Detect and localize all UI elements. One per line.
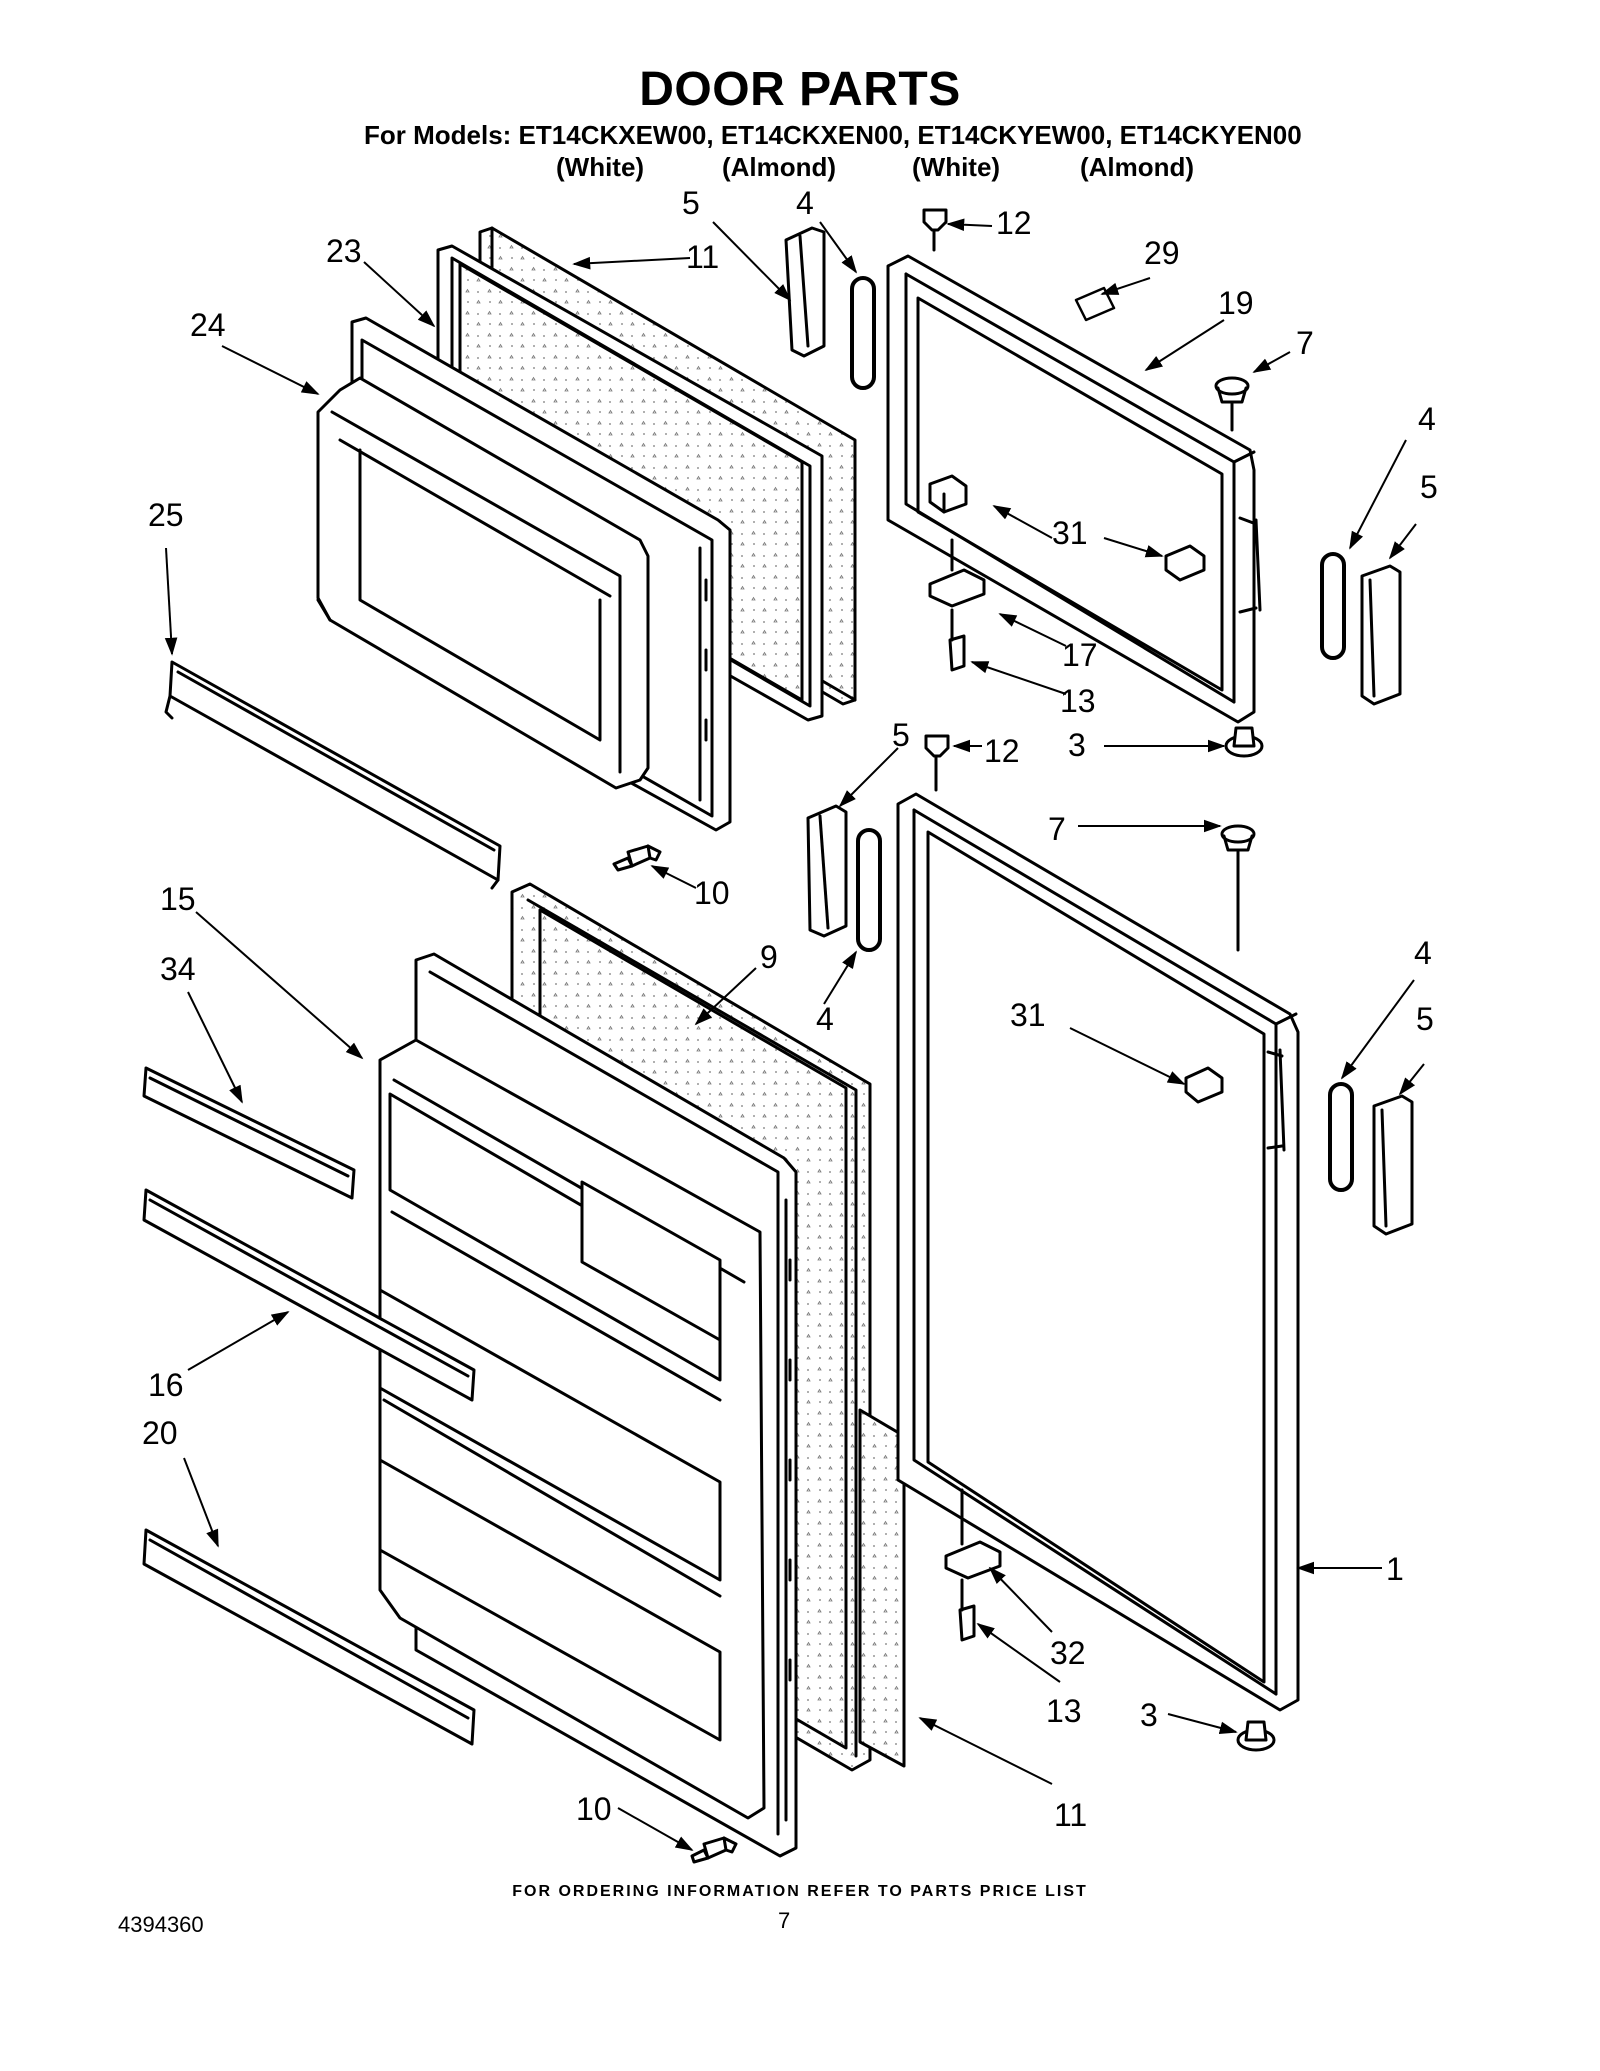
fresh-food-trim-bar-upper <box>142 1066 356 1200</box>
page-number: 7 <box>778 1908 791 1933</box>
callout-13-freezer: 13 <box>1060 683 1096 719</box>
callout-10-fresh: 10 <box>576 1791 612 1827</box>
callout-11-fresh: 11 <box>1054 1797 1087 1833</box>
callout-31-fresh: 31 <box>1010 997 1046 1033</box>
callout-3-fresh: 3 <box>1140 1697 1158 1733</box>
freezer-screw <box>612 844 662 872</box>
fresh-food-door-stop <box>1236 1720 1276 1752</box>
fresh-food-handle-left <box>806 804 848 938</box>
fresh-food-hinge <box>944 1488 1002 1580</box>
callout-34: 34 <box>160 951 196 987</box>
color-label-2: (Almond) <box>722 152 837 182</box>
callout-5-fresh-right: 5 <box>1416 1001 1434 1037</box>
freezer-label <box>1074 286 1116 322</box>
callout-10-freezer: 10 <box>694 875 730 911</box>
fresh-food-handle-gasket-right <box>1328 1082 1354 1192</box>
freezer-handle-gasket-left <box>850 276 876 390</box>
callout-5-freezer-left: 5 <box>682 185 700 221</box>
fresh-food-door-liner <box>378 952 798 1858</box>
callout-24: 24 <box>190 307 226 343</box>
color-label-1: (White) <box>556 152 645 182</box>
callout-4-fresh-right: 4 <box>1414 935 1432 971</box>
callout-7-freezer: 7 <box>1296 325 1314 361</box>
callout-1: 1 <box>1386 1551 1404 1587</box>
callout-4-fresh-left: 4 <box>816 1001 834 1037</box>
freezer-trim-bar <box>164 660 502 890</box>
callout-12-freezer: 12 <box>996 205 1032 241</box>
fresh-food-screw <box>690 1836 738 1864</box>
color-label-4: (Almond) <box>1080 152 1195 182</box>
callout-25: 25 <box>148 497 184 533</box>
fresh-food-trim-bar-middle <box>142 1188 476 1402</box>
callout-13-fresh: 13 <box>1046 1693 1082 1729</box>
fresh-food-hinge-pad <box>1184 1066 1224 1104</box>
callout-5-freezer-right: 5 <box>1420 469 1438 505</box>
callout-15: 15 <box>160 881 196 917</box>
callout-3-freezer: 3 <box>1068 727 1086 763</box>
fresh-food-hinge-screw <box>958 1578 976 1642</box>
callout-19: 19 <box>1218 285 1254 321</box>
fresh-food-hinge-pin <box>924 734 950 792</box>
color-label-3: (White) <box>912 152 1001 182</box>
callout-17: 17 <box>1062 637 1098 673</box>
callout-7-fresh: 7 <box>1048 811 1066 847</box>
callout-11-freezer: 11 <box>686 239 719 275</box>
freezer-plug-button <box>1214 376 1250 432</box>
fresh-food-handle-right <box>1372 1094 1414 1236</box>
models-line: For Models: ET14CKXEW00, ET14CKXEN00, ET… <box>364 120 1302 150</box>
callout-32: 32 <box>1050 1635 1086 1671</box>
callout-12-fresh: 12 <box>984 733 1020 769</box>
document-number: 4394360 <box>118 1912 204 1937</box>
freezer-hinge-pad-upper <box>928 474 968 514</box>
fresh-food-plug-button <box>1220 824 1256 952</box>
callout-9: 9 <box>760 939 778 975</box>
fresh-food-trim-bar-lower <box>142 1528 476 1746</box>
freezer-hinge-pad-lower <box>1164 544 1206 582</box>
freezer-hinge-pin <box>922 208 948 252</box>
freezer-handle-left <box>784 226 826 358</box>
callout-31-freezer: 31 <box>1052 515 1088 551</box>
callout-20: 20 <box>142 1415 178 1451</box>
callout-16: 16 <box>148 1367 184 1403</box>
ordering-note: FOR ORDERING INFORMATION REFER TO PARTS … <box>512 1883 1088 1900</box>
freezer-door-liner <box>316 316 732 832</box>
callout-29: 29 <box>1144 235 1180 271</box>
callout-23: 23 <box>326 233 362 269</box>
freezer-hinge <box>928 538 986 608</box>
freezer-handle-right <box>1360 564 1402 706</box>
callout-4-freezer-right: 4 <box>1418 401 1436 437</box>
freezer-handle-gasket-right <box>1320 552 1346 660</box>
freezer-hinge-screw <box>948 608 966 672</box>
callout-5-fresh-left: 5 <box>892 717 910 753</box>
freezer-door-stop <box>1224 726 1264 758</box>
freezer-outer-door <box>886 254 1262 724</box>
fresh-food-inner-panel <box>858 1408 906 1768</box>
page-title: DOOR PARTS <box>639 63 961 116</box>
fresh-food-handle-gasket-left <box>856 828 882 952</box>
callout-4-freezer-left: 4 <box>796 185 814 221</box>
